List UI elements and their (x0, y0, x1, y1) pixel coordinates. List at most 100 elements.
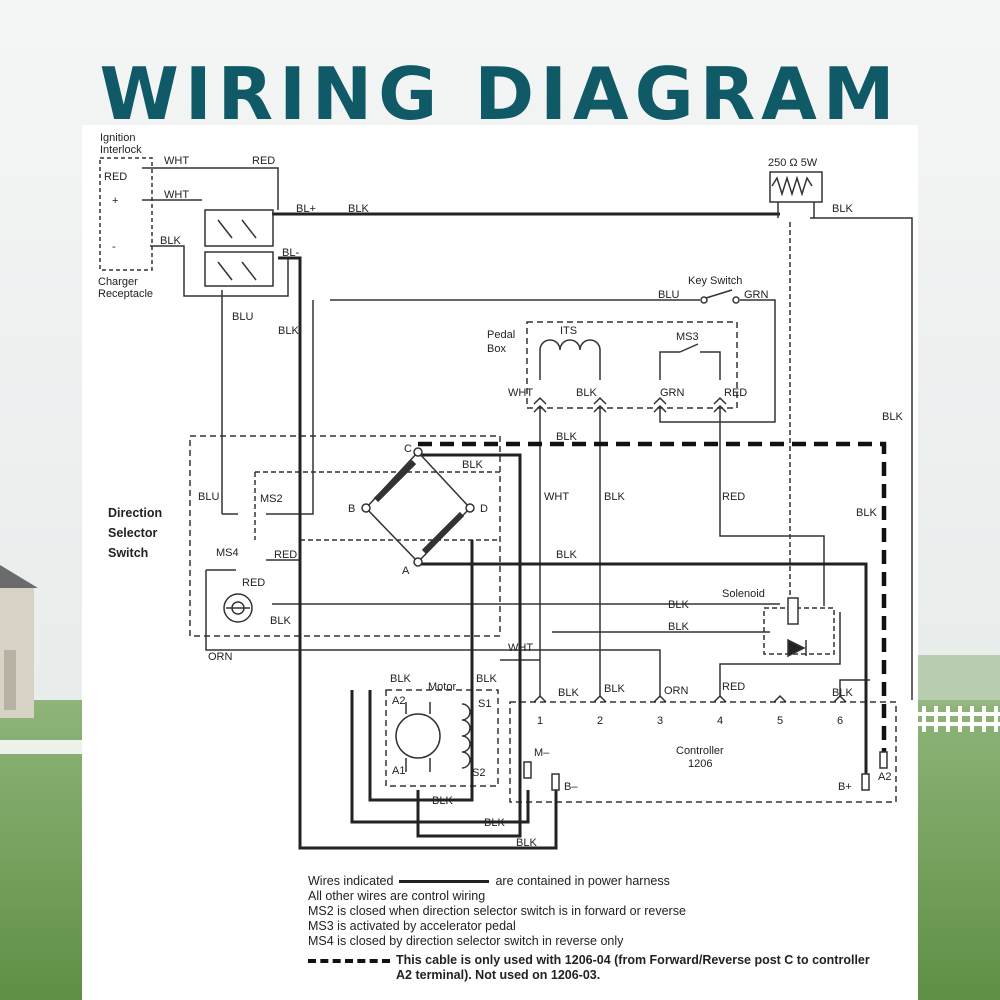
wire-label: WHT (544, 491, 569, 503)
legend-dashed-line (308, 958, 390, 963)
terminal-d: D (480, 503, 488, 515)
wire-label: RED (722, 491, 745, 503)
controller-box (509, 701, 897, 803)
key-switch (700, 289, 740, 304)
label-its: ITS (560, 325, 577, 337)
wire-label: BLK (882, 411, 903, 423)
wire-label: BLK (278, 325, 299, 337)
solenoid (787, 597, 807, 658)
wire-label: RED (274, 549, 297, 561)
wire-motor-s (368, 540, 474, 802)
label-solenoid: Solenoid (722, 588, 765, 600)
pin-1: 1 (537, 715, 543, 727)
direction-selector-box (189, 435, 501, 637)
label-resistor: 250 Ω 5W (768, 157, 818, 169)
wire-label: BLK (668, 621, 689, 633)
pin-6: 6 (837, 715, 843, 727)
terminal-a1: A1 (392, 765, 405, 777)
terminal-a: A (402, 565, 410, 577)
note-control: All other wires are control wiring (308, 889, 486, 903)
wire-label: BLU (232, 311, 253, 323)
wire-label: BLK (856, 507, 877, 519)
wire-label: BLK (604, 683, 625, 695)
relay-contacts (204, 209, 274, 287)
wire-grn-key (659, 299, 776, 423)
wire-blk-charger (150, 245, 289, 297)
terminal-b-plus: B+ (838, 781, 852, 793)
wire-label: BLK (556, 431, 577, 443)
wire-label: BLU (198, 491, 219, 503)
wire-label: BLK (270, 615, 291, 627)
wire-label: BLK (476, 673, 497, 685)
wire-label: BLK (558, 687, 579, 699)
terminal-b-minus: B– (564, 781, 578, 793)
wire-bl-minus (278, 256, 558, 850)
ms3-switch (659, 343, 721, 380)
wire-blk-left (290, 300, 314, 515)
wire-label: RED (252, 155, 275, 167)
terminal-plus: + (112, 195, 118, 207)
motor (395, 702, 471, 772)
label-ms4: MS4 (216, 547, 239, 559)
wire-label: BLK (832, 203, 853, 215)
terminal-bl-minus: BL- (282, 247, 299, 259)
wire-label: BLK (668, 599, 689, 611)
wire-label: BLK (832, 687, 853, 699)
note-dashed-cable-2: A2 terminal). Not used on 1206-03. (396, 968, 601, 982)
wire-label: RED (104, 171, 127, 183)
terminal-bl-plus: BL+ (296, 203, 316, 215)
wire-red-controller (719, 612, 841, 696)
wire-label: BLK (576, 387, 597, 399)
solenoid-box (763, 607, 835, 655)
wire-label: WHT (508, 642, 533, 654)
wire-orn (205, 570, 661, 696)
wire-label: BLK (348, 203, 369, 215)
wire-label: BLK (556, 549, 577, 561)
wire-fr-c-to-a2-dashed (418, 441, 887, 770)
note-ms3: MS3 is activated by accelerator pedal (308, 919, 516, 933)
pedal-connectors (533, 396, 727, 413)
wire-label: RED (722, 681, 745, 693)
label-ms3: MS3 (676, 331, 699, 343)
wire-red-pedal (719, 408, 825, 606)
wire-label: ORN (664, 685, 689, 697)
resistor-250-ohm (769, 171, 823, 218)
wire-label: BLK (390, 673, 411, 685)
terminal-m-minus: M– (534, 747, 550, 759)
wire-label: WHT (508, 387, 533, 399)
wire-label: GRN (744, 289, 769, 301)
page-title: WIRING DIAGRAM (99, 52, 901, 136)
controller-connectors (533, 694, 847, 703)
terminal-s2: S2 (472, 767, 485, 779)
terminal-b: B (348, 503, 355, 515)
note-dashed-cable: This cable is only used with 1206-04 (fr… (308, 953, 908, 968)
wire-label: BLK (484, 817, 505, 829)
wire-blk-pin6 (839, 679, 870, 696)
wire-label: GRN (660, 387, 685, 399)
wire-blk-key-right (810, 217, 913, 700)
wire-m-minus (350, 690, 530, 824)
note-ms4: MS4 is closed by direction selector swit… (308, 934, 624, 948)
wire-blk-a (418, 562, 868, 782)
wire-label: RED (242, 577, 265, 589)
terminal-s1: S1 (478, 698, 491, 710)
wire-label: BLK (462, 459, 483, 471)
wire-label: WHT (164, 155, 189, 167)
wire-label: ORN (208, 651, 233, 663)
label-ms2: MS2 (260, 493, 283, 505)
terminal-ctrl-a2: A2 (878, 771, 891, 783)
motor-box (385, 689, 499, 787)
wire-label: BLU (658, 289, 679, 301)
terminal-a2: A2 (392, 695, 405, 707)
pin-3: 3 (657, 715, 663, 727)
pin-2: 2 (597, 715, 603, 727)
ignition-interlock-box (99, 157, 153, 271)
ms4-wiring (206, 559, 300, 571)
wire-label: BLK (160, 235, 181, 247)
its-coil (539, 339, 601, 380)
